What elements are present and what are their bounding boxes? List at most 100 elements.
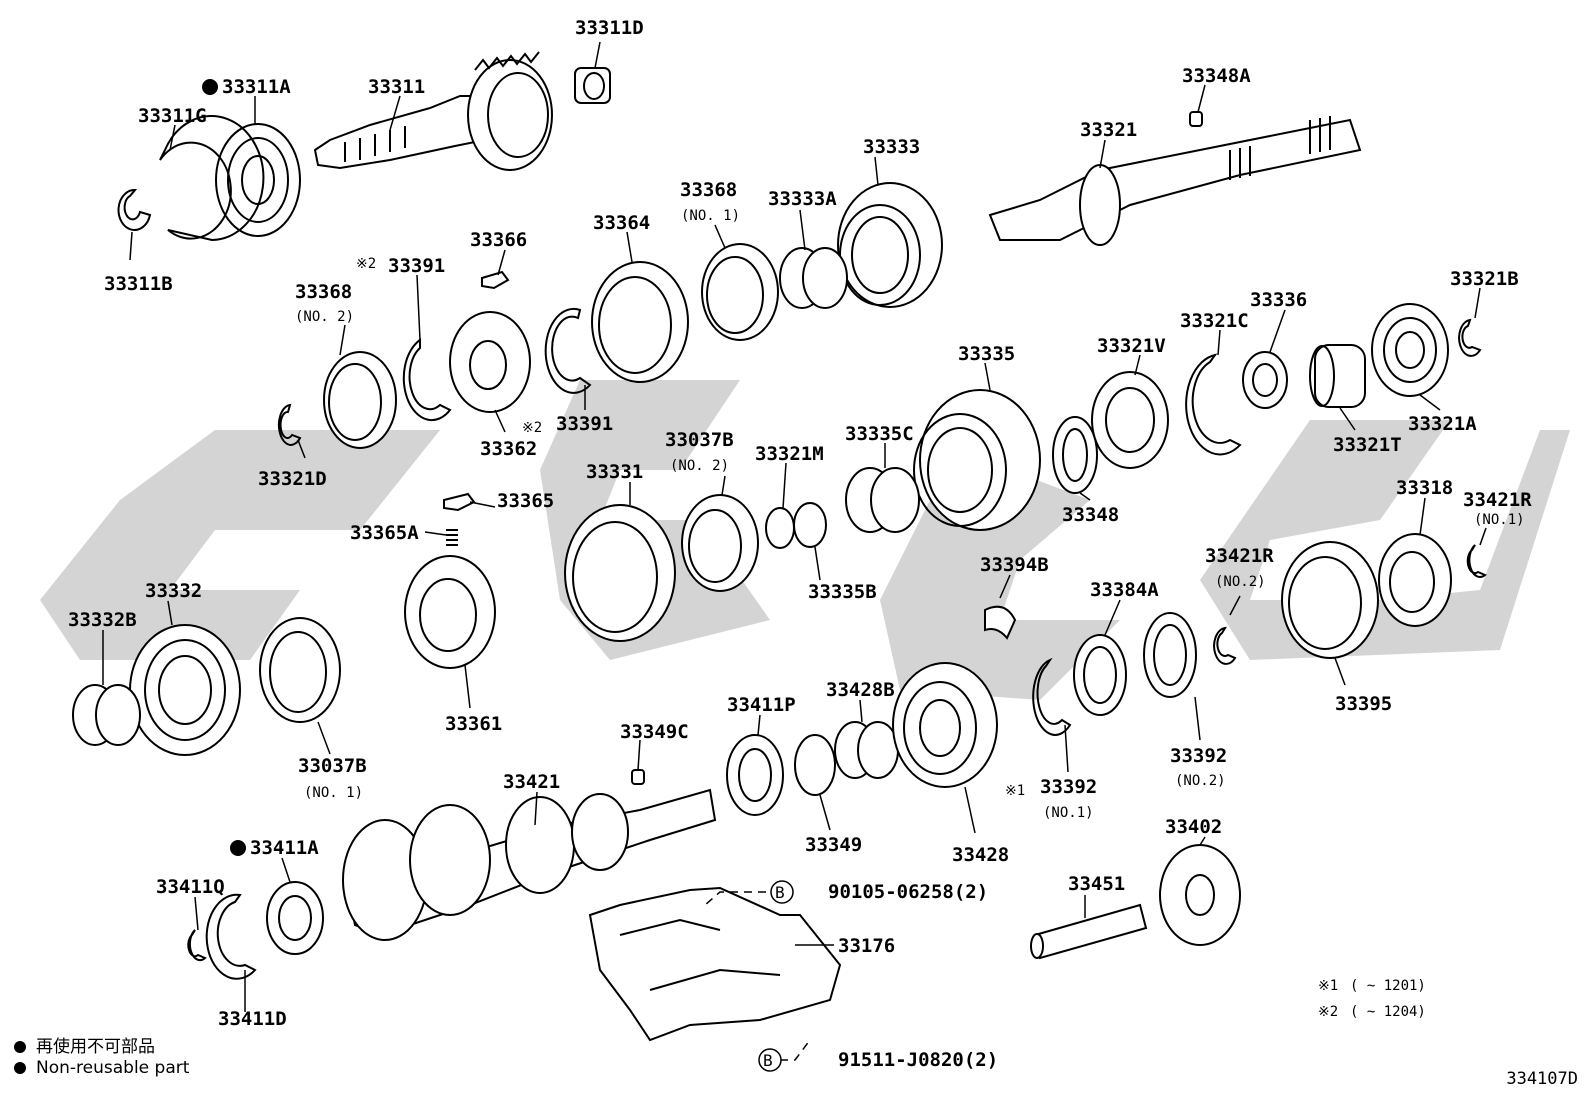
svg-text:33176: 33176 — [838, 935, 895, 957]
hub-33362 — [449, 311, 531, 413]
part-drawings — [72, 51, 1487, 1042]
gear-33335 — [913, 389, 1041, 531]
svg-text:33335C: 33335C — [845, 423, 914, 445]
label-33411d: 33411D — [218, 1008, 287, 1030]
label-33037b-no2: 33037B (NO. 2) — [665, 429, 734, 474]
shaft-33451 — [1030, 903, 1148, 960]
svg-text:33321D: 33321D — [258, 468, 327, 490]
svg-text:33361: 33361 — [445, 713, 502, 735]
svg-text:33384A: 33384A — [1090, 579, 1159, 601]
label-33332: 33332 — [145, 580, 202, 602]
svg-text:33321B: 33321B — [1450, 268, 1519, 290]
key-33365 — [443, 492, 476, 512]
svg-text:( ~ 1204): ( ~ 1204) — [1350, 1004, 1426, 1020]
svg-text:33321V: 33321V — [1097, 335, 1166, 357]
svg-text:33366: 33366 — [470, 229, 527, 251]
callout-bolt-1: B 90105-06258(2) — [770, 880, 988, 904]
label-33321b: 33321B — [1450, 268, 1519, 290]
svg-text:33348: 33348 — [1062, 504, 1119, 526]
spring-33365a — [446, 529, 458, 546]
label-33335c: 33335C — [845, 423, 914, 445]
svg-text:33321: 33321 — [1080, 119, 1137, 141]
label-33364: 33364 — [593, 212, 650, 234]
svg-text:(NO.2): (NO.2) — [1175, 773, 1226, 789]
label-33411a: 33411A — [230, 837, 319, 859]
synchro-ring-33368-no1 — [701, 243, 779, 341]
label-33311g: 33311G — [138, 105, 207, 127]
gear-33402 — [1159, 844, 1241, 946]
svg-text:※2: ※2 — [522, 420, 542, 436]
legend-japanese: 再使用不可部品 — [14, 1032, 155, 1057]
plate-33392-no2 — [1143, 612, 1197, 698]
svg-text:B: B — [763, 1051, 773, 1070]
svg-text:33333A: 33333A — [768, 188, 837, 210]
sleeve-33395 — [1281, 541, 1379, 659]
nonreusable-dot — [202, 79, 218, 95]
svg-text:33331: 33331 — [586, 461, 643, 483]
gear-33318 — [1378, 533, 1452, 627]
label-33321: 33321 — [1080, 119, 1137, 141]
svg-text:33332: 33332 — [145, 580, 202, 602]
label-33395: 33395 — [1335, 693, 1392, 715]
svg-text:33392: 33392 — [1170, 745, 1227, 767]
svg-text:33365A: 33365A — [350, 522, 419, 544]
label-33333a: 33333A — [768, 188, 837, 210]
bearing-33321a — [1371, 303, 1449, 397]
label-33335: 33335 — [958, 343, 1015, 365]
bearing-33311a — [215, 123, 301, 237]
label-33335b: 33335B — [808, 581, 877, 603]
synchro-ring-33037b-no1 — [259, 617, 341, 723]
svg-text:33335: 33335 — [958, 343, 1015, 365]
bearing-33321v — [1091, 371, 1169, 469]
label-33402: 33402 — [1165, 816, 1222, 838]
svg-text:33411P: 33411P — [727, 694, 796, 716]
key-33366 — [481, 270, 510, 290]
label-33366: 33366 — [470, 229, 527, 251]
svg-text:33321A: 33321A — [1408, 413, 1477, 435]
label-33451: 33451 — [1068, 873, 1125, 895]
input-shaft — [313, 51, 553, 171]
counter-shaft-33421 — [342, 788, 717, 941]
svg-text:33037B: 33037B — [298, 755, 367, 777]
svg-text:33368: 33368 — [680, 179, 737, 201]
snap-ring-33394b — [984, 605, 1017, 640]
legend-english: Non-reusable part — [14, 1058, 189, 1078]
label-33361: 33361 — [445, 713, 502, 735]
svg-text:(NO. 1): (NO. 1) — [681, 208, 740, 224]
washer-33349 — [794, 734, 836, 796]
leader-lines — [102, 41, 1487, 1061]
svg-text:33333: 33333 — [863, 136, 920, 158]
svg-text:33395: 33395 — [1335, 693, 1392, 715]
label-33384a: 33384A — [1090, 579, 1159, 601]
svg-text:( ~ 1201): ( ~ 1201) — [1350, 978, 1426, 994]
snap-ring-33321b — [1458, 318, 1482, 357]
label-33176: 33176 — [838, 935, 895, 957]
svg-text:33392: 33392 — [1040, 776, 1097, 798]
label-33321d: 33321D — [258, 468, 327, 490]
svg-text:33365: 33365 — [497, 490, 554, 512]
label-33321v: 33321V — [1097, 335, 1166, 357]
svg-text:33421R: 33421R — [1205, 545, 1274, 567]
label-33311b: 33311B — [104, 273, 173, 295]
needle-bearing-33428b — [834, 721, 899, 779]
svg-text:※2: ※2 — [356, 256, 376, 272]
svg-text:33411A: 33411A — [250, 837, 319, 859]
bearing-33411a — [266, 881, 324, 955]
svg-text:33411D: 33411D — [218, 1008, 287, 1030]
svg-text:B: B — [775, 883, 785, 902]
svg-text:33037B: 33037B — [665, 429, 734, 451]
spacer-33321t — [1309, 344, 1366, 408]
label-33411p: 33411P — [727, 694, 796, 716]
label-33321a: 33321A — [1408, 413, 1477, 435]
legend-text-ja: 再使用不可部品 — [36, 1037, 155, 1057]
svg-text:33402: 33402 — [1165, 816, 1222, 838]
snap-ring-33411q — [187, 929, 207, 962]
svg-text:33362: 33362 — [480, 438, 537, 460]
bullet-icon — [14, 1062, 26, 1074]
svg-text:33349C: 33349C — [620, 721, 689, 743]
label-33348a: 33348A — [1182, 65, 1251, 87]
footnotes: ※1 ( ~ 1201) ※2 ( ~ 1204) — [1318, 978, 1426, 1020]
pin-33348a — [1189, 111, 1203, 127]
nonreusable-dot — [230, 840, 246, 856]
